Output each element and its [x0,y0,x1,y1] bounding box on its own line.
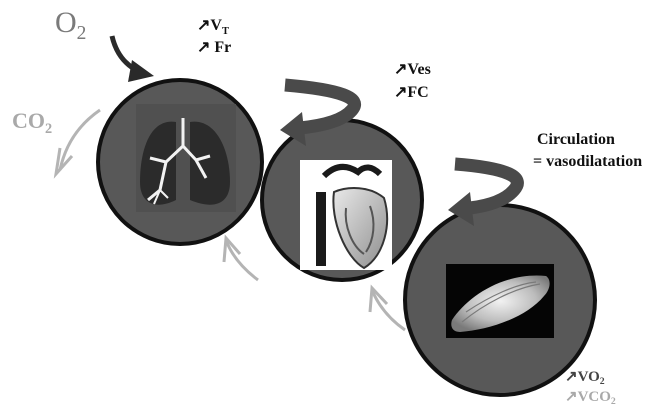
heart-rate-label: ↗FC [394,85,429,101]
respiratory-frequency-label: ↗ Fr [197,40,231,56]
venous-return-arrow-2 [370,288,405,330]
o2-inhale-arrow [112,36,154,82]
o2-label: O2 [55,8,86,38]
muscle-icon [446,264,554,338]
lungs-icon [136,104,236,212]
venous-return-arrow-1 [224,238,258,280]
circulation-label: Circulation [537,132,615,148]
heart-icon [300,160,392,270]
tidal-volume-label: ↗VT [197,18,229,34]
vo2-label: ↗VO2 [565,370,605,385]
stroke-volume-label: ↗Ves [394,62,431,78]
co2-label: CO2 [12,110,52,132]
co2-exhale-arrow [56,110,100,174]
vasodilatation-label: = vasodilatation [533,154,642,170]
vco2-label: ↗VCO2 [565,390,616,405]
